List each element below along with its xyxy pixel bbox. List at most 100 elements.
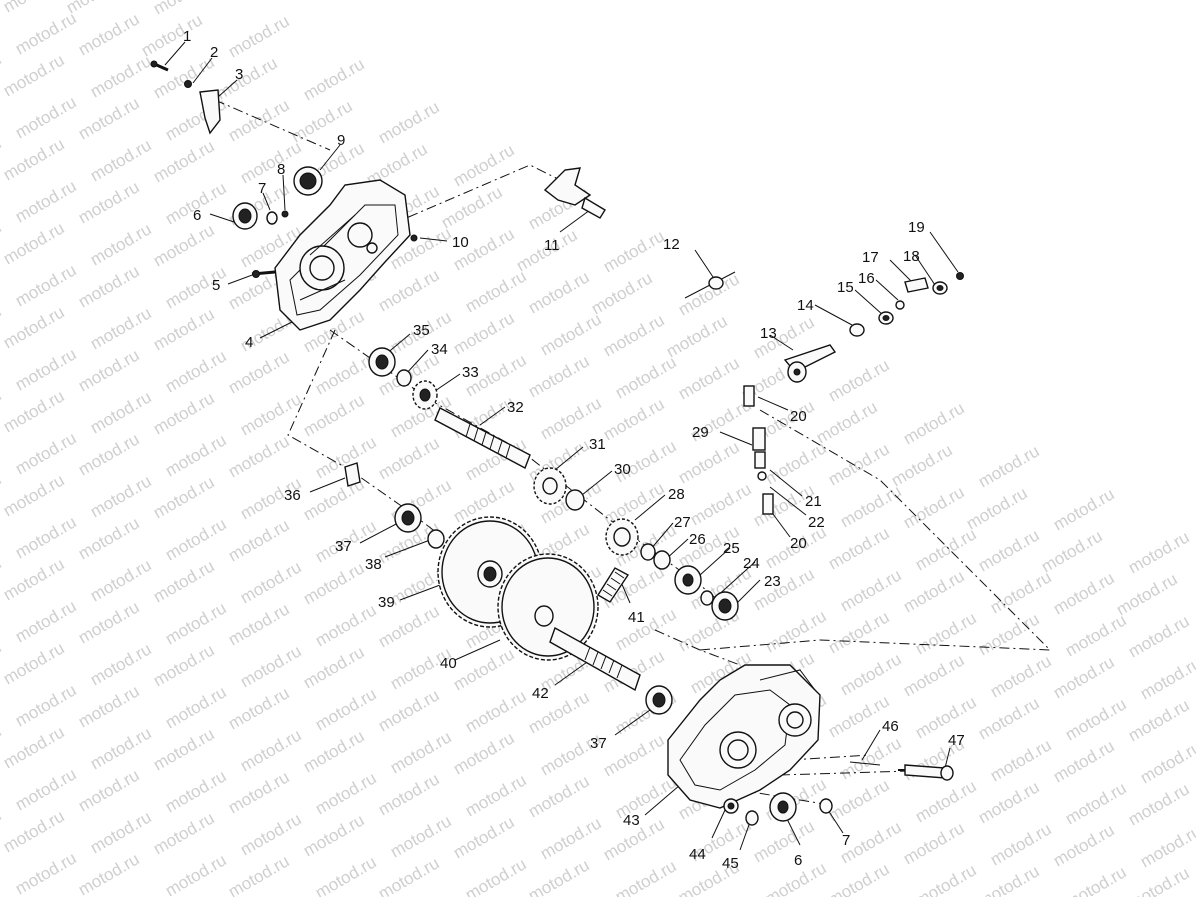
callout-label-6a: 6: [193, 207, 201, 224]
callout-label-37b: 37: [590, 735, 607, 752]
pin-part-8[interactable]: [281, 210, 289, 218]
nut-part-19[interactable]: [956, 272, 964, 280]
spring-part-20b[interactable]: [762, 493, 774, 515]
o-ring-part-14[interactable]: [849, 323, 865, 337]
callout-label-4: 4: [245, 334, 253, 351]
snap-ring-part-30[interactable]: [565, 489, 585, 511]
shaft-part-47[interactable]: [898, 764, 954, 781]
callout-label-3: 3: [235, 66, 243, 83]
callout-label-43: 43: [623, 812, 640, 829]
shaft-part-32[interactable]: [434, 407, 531, 469]
detent-part-29[interactable]: [752, 427, 766, 451]
shift-shaft-part-13[interactable]: [783, 344, 837, 383]
callout-label-6b: 6: [794, 852, 802, 869]
callout-label-2: 2: [210, 44, 218, 61]
plug-part-45[interactable]: [745, 810, 759, 826]
bearing-part-23[interactable]: [711, 591, 739, 621]
gear-part-33[interactable]: [412, 380, 438, 410]
callout-label-32: 32: [507, 399, 524, 416]
gear-part-41[interactable]: [597, 567, 630, 603]
washer-part-27[interactable]: [640, 543, 656, 561]
callout-label-29: 29: [692, 424, 709, 441]
callout-label-27: 27: [674, 514, 691, 531]
shaft-part-42[interactable]: [549, 626, 641, 692]
callout-label-33: 33: [462, 364, 479, 381]
callout-label-17: 17: [862, 249, 879, 266]
callout-label-37a: 37: [335, 538, 352, 555]
callout-label-26: 26: [689, 531, 706, 548]
callout-label-16: 16: [858, 270, 875, 287]
washer-part-44[interactable]: [723, 798, 739, 814]
plug-part-12[interactable]: [708, 276, 724, 290]
washer-part-18[interactable]: [932, 281, 948, 295]
washer-part-2[interactable]: [184, 80, 192, 88]
callout-label-8: 8: [277, 161, 285, 178]
link-part-17[interactable]: [904, 277, 929, 293]
seal-part-6b[interactable]: [769, 792, 797, 822]
callout-label-41: 41: [628, 609, 645, 626]
callout-label-39: 39: [378, 594, 395, 611]
case-half-part-4[interactable]: [274, 179, 411, 331]
callout-label-15: 15: [837, 279, 854, 296]
callout-label-47: 47: [948, 732, 965, 749]
callout-label-7b: 7: [842, 832, 850, 849]
nut-part-7b[interactable]: [819, 798, 833, 814]
callout-label-5: 5: [212, 277, 220, 294]
callout-label-34: 34: [431, 341, 448, 358]
bushing-part-26[interactable]: [653, 550, 671, 570]
callout-label-12: 12: [663, 236, 680, 253]
callout-label-18: 18: [903, 248, 920, 265]
callout-label-1: 1: [183, 28, 191, 45]
assembly-line: [214, 99, 331, 151]
assembly-line: [779, 769, 941, 776]
spring-part-20a[interactable]: [743, 385, 755, 407]
washer-part-38[interactable]: [427, 529, 445, 549]
screw-part-1[interactable]: [150, 60, 169, 72]
assembly-line: [699, 409, 1052, 666]
shift-fork-part-11[interactable]: [543, 167, 606, 219]
gear-part-25[interactable]: [674, 565, 702, 595]
ball-part-22[interactable]: [757, 471, 767, 481]
callout-label-24: 24: [743, 555, 760, 572]
callout-label-10: 10: [452, 234, 469, 251]
callout-label-7a: 7: [258, 180, 266, 197]
callout-label-23: 23: [764, 573, 781, 590]
washer-part-34[interactable]: [396, 369, 412, 387]
bearing-part-35[interactable]: [368, 347, 396, 377]
callout-label-36: 36: [284, 487, 301, 504]
dowel-part-7[interactable]: [266, 211, 278, 225]
washer-part-16[interactable]: [895, 300, 905, 310]
washer-part-15[interactable]: [878, 311, 894, 325]
callout-label-20a: 20: [790, 408, 807, 425]
bearing-part-37a[interactable]: [394, 503, 422, 533]
bushing-part-36[interactable]: [344, 462, 361, 487]
callout-label-38: 38: [365, 556, 382, 573]
gear-part-40[interactable]: [497, 553, 599, 661]
pin-part-46[interactable]: [849, 761, 881, 766]
callout-label-42: 42: [532, 685, 549, 702]
bracket-part-3[interactable]: [199, 89, 221, 135]
screw-part-10[interactable]: [410, 234, 418, 242]
callout-label-35: 35: [413, 322, 430, 339]
callout-label-46: 46: [882, 718, 899, 735]
spring-part-21[interactable]: [754, 451, 766, 469]
washer-part-24[interactable]: [700, 590, 714, 606]
gear-part-28[interactable]: [605, 518, 639, 556]
bearing-part-37b[interactable]: [645, 685, 673, 715]
seal-part-6[interactable]: [232, 202, 258, 230]
callout-label-11: 11: [544, 237, 560, 254]
assembly-line: [389, 164, 561, 226]
bearing-part-9[interactable]: [293, 166, 323, 196]
callout-label-28: 28: [668, 486, 685, 503]
assembly-line: [287, 329, 441, 536]
callout-label-13: 13: [760, 325, 777, 342]
callout-label-25: 25: [723, 540, 740, 557]
bolt-part-5[interactable]: [251, 270, 276, 278]
callout-label-19: 19: [908, 219, 925, 236]
gear-part-31[interactable]: [533, 467, 567, 505]
callout-label-40: 40: [440, 655, 457, 672]
case-half-part-43[interactable]: [667, 664, 821, 809]
